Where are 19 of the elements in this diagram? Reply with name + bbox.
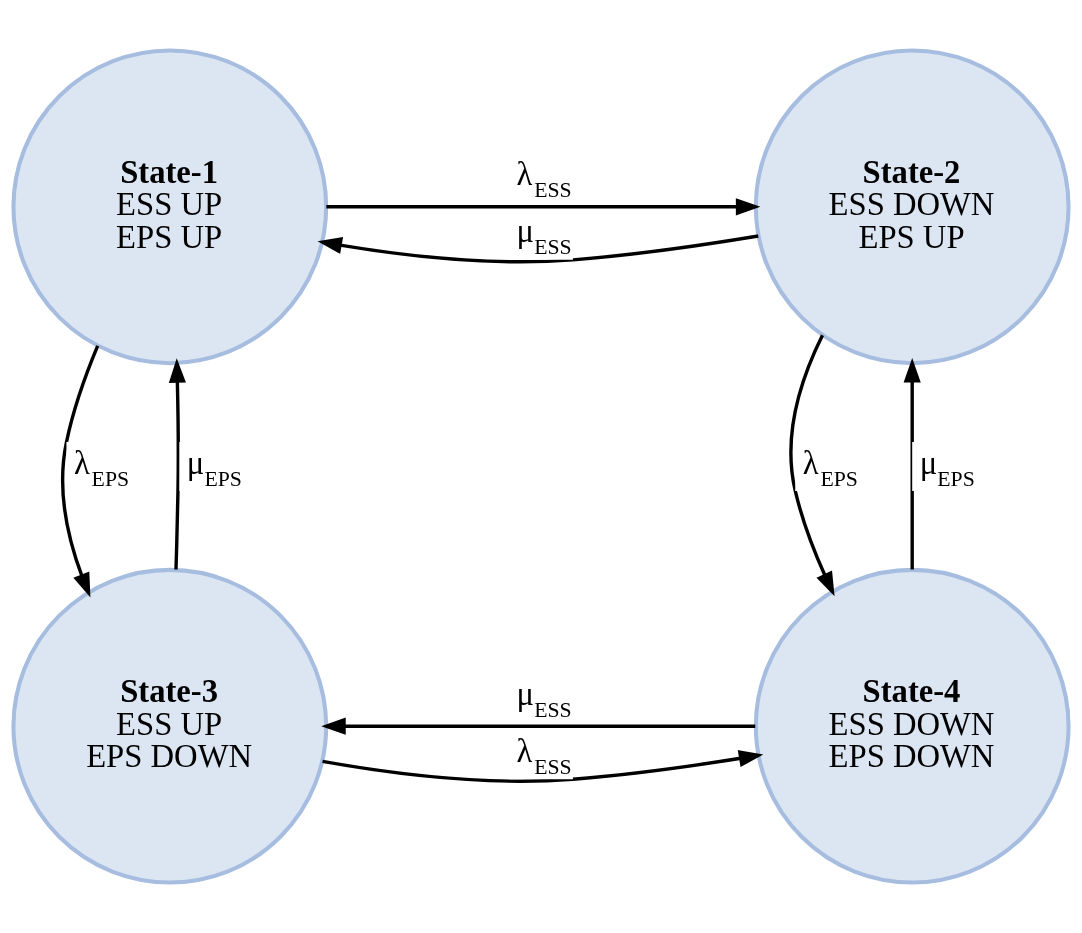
arrow	[168, 358, 186, 570]
arrow	[322, 750, 764, 783]
edge-label: μ$_{EPS}$	[919, 444, 975, 491]
edge-label: λ$_{ESS}$	[516, 732, 572, 779]
node-circle: State-2 ESS DOWN EPS UP	[753, 48, 1071, 366]
edge-label: λ$_{ESS}$	[516, 156, 572, 203]
arrow	[789, 334, 835, 597]
node-circle: State-3 ESS UP EPS DOWN	[11, 567, 329, 885]
arrow	[61, 345, 100, 598]
arrow	[326, 198, 761, 216]
arrow	[317, 234, 759, 264]
edge-label: μ$_{ESS}$	[516, 675, 572, 722]
edge-label: λ$_{EPS}$	[802, 444, 858, 491]
arrow	[903, 358, 921, 570]
edge-label: λ$_{EPS}$	[73, 444, 130, 491]
arrow	[321, 717, 756, 735]
node-circle: State-1 ESS UP EPS UP	[11, 48, 329, 366]
edge-label: μ$_{EPS}$	[186, 444, 242, 491]
edge-label: μ$_{ESS}$	[516, 213, 572, 260]
